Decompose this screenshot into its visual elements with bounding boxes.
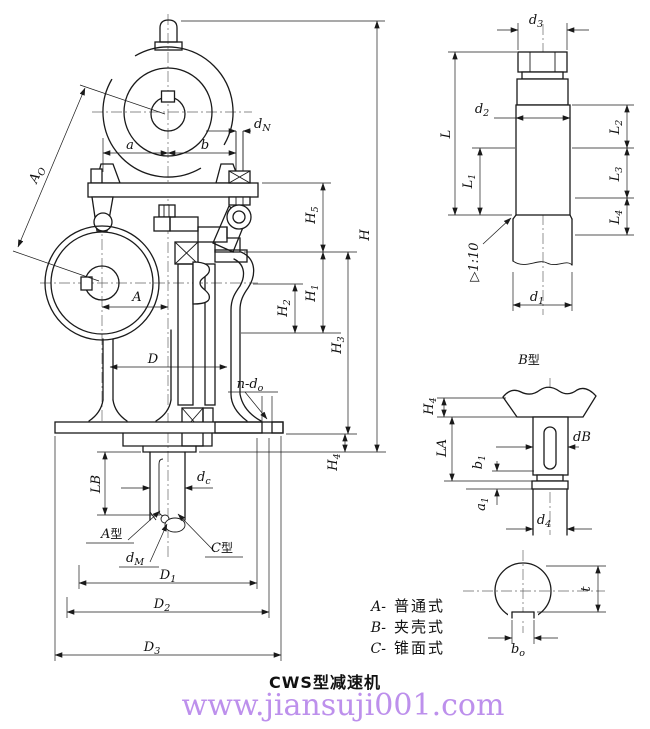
label-dN: dN — [254, 117, 271, 134]
drawing-title: CWS型减速机 — [269, 673, 381, 692]
motor-keyway — [160, 90, 176, 103]
label-L: L — [439, 130, 454, 140]
legend-text-b: 夹壳式 — [394, 618, 446, 636]
motor-outer-circle — [134, 46, 234, 146]
lifting-lug-eye — [226, 204, 252, 230]
watermark-text: www.jiansuji001.com — [181, 688, 505, 723]
label-a1: a1 — [474, 497, 491, 511]
legend-text-a: 普通式 — [394, 597, 446, 615]
gear-housing-section — [153, 204, 262, 447]
label-a: a — [126, 138, 134, 153]
label-taper: ▷1:10 — [467, 242, 482, 281]
b-type-view: B型 H4 LA b1 a1 dB d4 — [422, 353, 597, 536]
label-H2: H2 — [276, 299, 293, 317]
legend-item-c: C- 锥面式 — [362, 637, 445, 658]
label-type-c: C型 — [211, 541, 233, 556]
legend-item-b: B- 夹壳式 — [362, 616, 445, 637]
label-dc: dc — [197, 470, 211, 487]
label-b: b — [201, 138, 209, 153]
label-H5: H5 — [304, 206, 321, 224]
label-H4: H4 — [326, 453, 343, 471]
output-shaft — [149, 451, 186, 533]
break-line — [512, 260, 573, 266]
label-D1: D1 — [159, 568, 176, 585]
breather-cap — [159, 19, 178, 43]
label-dM: dM — [126, 551, 144, 568]
column-wall-right — [204, 263, 216, 406]
label-H: H — [358, 229, 373, 242]
label-L4: L4 — [608, 210, 625, 226]
hollow-shaft-view: d3 L d2 L1 L2 L3 L4 d1 ▷1:10 — [439, 13, 634, 311]
motor-front-view — [90, 19, 241, 184]
label-D2: D2 — [153, 597, 170, 614]
b-slot — [543, 426, 557, 470]
label-L2: L2 — [608, 120, 625, 136]
main-view-dimensions — [12, 20, 386, 661]
base-flange — [54, 396, 284, 453]
label-A: A — [131, 290, 141, 305]
label-t: t — [579, 586, 594, 592]
label-H4b: H4 — [422, 397, 439, 415]
legend-item-a: A- 普通式 — [362, 595, 445, 616]
legend-prefix-b: B- — [370, 620, 386, 636]
b-flange — [502, 386, 597, 418]
label-d2: d2 — [475, 102, 489, 119]
mounting-plate — [87, 182, 259, 198]
bracket-ball — [93, 212, 113, 232]
bell-outer-wall — [239, 251, 262, 422]
shaft-cone-end — [164, 517, 186, 533]
label-b-view-title: B型 — [517, 353, 540, 368]
label-b1: b1 — [471, 455, 488, 469]
column-wall-left — [177, 263, 194, 406]
label-D3: D3 — [143, 640, 160, 657]
label-LA: LA — [435, 439, 450, 458]
keyway-section-view: bo t — [488, 562, 606, 659]
label-d3: d3 — [529, 13, 543, 30]
label-L3: L3 — [608, 167, 625, 183]
handwheel — [44, 225, 160, 422]
legend-prefix-a: A- — [371, 599, 386, 615]
label-dB: dB — [573, 430, 591, 445]
legend-prefix-c: C- — [370, 641, 386, 657]
label-d1: d1 — [530, 290, 544, 307]
label-b0: bo — [511, 642, 525, 659]
cover-bolt — [158, 204, 176, 218]
shaft-nut — [517, 51, 568, 73]
handwheel-keyway — [80, 276, 93, 291]
type-legend: A- 普通式 B- 夹壳式 C- 锥面式 — [362, 595, 445, 658]
label-type-a: A型 — [100, 527, 122, 542]
worm-wheel-rim — [192, 261, 211, 305]
label-nd0: n-do — [237, 377, 264, 394]
shaft-body — [515, 104, 571, 216]
bottom-hub — [122, 432, 213, 447]
b-collar — [531, 480, 569, 490]
motor-inner-circle — [123, 67, 213, 157]
label-d4: d4 — [537, 513, 551, 530]
main-view-labels: AO a b dN A D H5 H1 H2 H3 H H4 n-do LB d… — [26, 117, 373, 657]
shaft-type-a-outline — [158, 458, 166, 517]
legend-text-c: 锥面式 — [394, 639, 446, 657]
label-H1: H1 — [304, 284, 321, 302]
label-D: D — [147, 352, 159, 367]
label-H3: H3 — [330, 336, 347, 354]
label-LB: LB — [89, 475, 104, 494]
label-L1: L1 — [461, 174, 478, 190]
label-AO: AO — [26, 164, 49, 188]
